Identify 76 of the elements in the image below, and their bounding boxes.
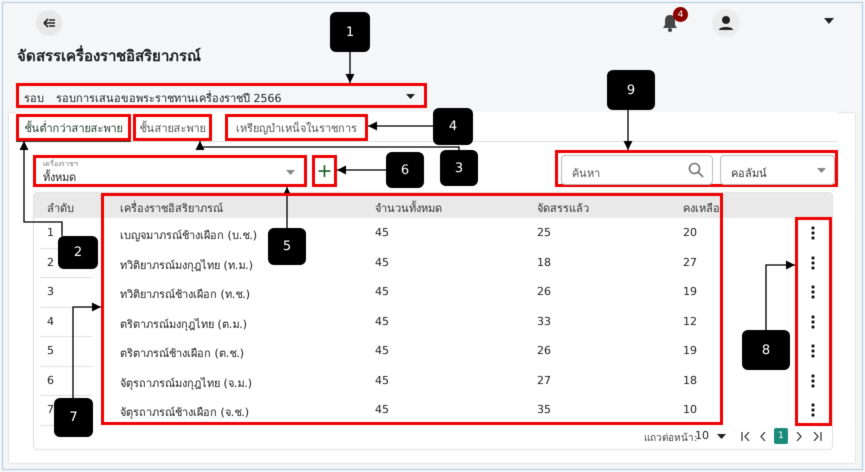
- arrow: [623, 110, 633, 150]
- table-cell: 19: [683, 344, 697, 357]
- tab: ชั้นต่ำกว่าสายสะพาย: [16, 114, 131, 141]
- table-cell: 18: [537, 256, 551, 268]
- table-cell: 26: [537, 344, 551, 357]
- table-cell: 45: [375, 285, 389, 298]
- column-header: คงเหลือ: [683, 201, 720, 217]
- table-cell: 12: [683, 314, 697, 328]
- table-cell: 27: [683, 256, 697, 268]
- callout-number: 7: [54, 398, 93, 437]
- page-title: จัดสรรเครื่องราชอิสริยาภรณ์: [17, 44, 201, 67]
- table-cell: 26: [537, 285, 551, 298]
- tab: ชั้นสายสะพาย: [133, 114, 212, 141]
- rows-per-page-value: 10: [695, 429, 709, 442]
- table-cell: 45: [375, 256, 389, 268]
- field-value: ทั้งหมด: [43, 168, 76, 186]
- table-cell: 3: [47, 285, 54, 298]
- table-cell: 20: [683, 226, 697, 239]
- table-cell: 1: [47, 226, 54, 239]
- table-cell: 7: [47, 403, 54, 416]
- arrow: [195, 141, 460, 150]
- table-cell: 2: [47, 256, 54, 268]
- table-cell-text: จัตุรถาภรณ์ช้างเผือก (จ.ช.): [120, 405, 250, 421]
- column-select: คอลัมน์: [720, 155, 835, 185]
- column-header: ลำดับ: [47, 201, 74, 217]
- tab: เหรียญบำเหน็จในราชการ: [225, 114, 368, 141]
- table-cell-text: ทวิติยาภรณ์มงกุฎไทย (ท.ม.): [120, 258, 254, 274]
- arrow: [19, 141, 63, 236]
- table-cell-text: จัตุรถาภรณ์มงกุฎไทย (จ.ม.): [120, 376, 252, 392]
- callout-number: 3: [440, 150, 478, 186]
- pagination-label: แถวต่อหน้า:: [644, 432, 698, 445]
- callout-number: 2: [58, 236, 98, 269]
- highlight-box: [33, 155, 307, 187]
- table-cell: 35: [537, 403, 551, 416]
- table-cell-text: ตริตาภรณ์ช้างเผือก (ต.ช.): [120, 346, 244, 362]
- arrow: [72, 302, 101, 398]
- table-cell-text: ทวิติยาภรณ์ช้างเผือก (ท.ช.): [120, 287, 250, 303]
- arrow: [345, 52, 355, 83]
- table-cell-text: เบญจมาภรณ์ช้างเผือก (บ.ช.): [120, 228, 258, 244]
- column-header: เครื่องราชอิสริยาภรณ์: [120, 200, 223, 217]
- table-cell: 45: [375, 344, 389, 357]
- table-cell: 6: [47, 374, 54, 386]
- callout-number: 9: [607, 70, 655, 110]
- column-header: จัดสรรแล้ว: [537, 201, 589, 217]
- field-value: รอบการเสนอขอพระราชทานเครื่องราชปี 2566: [56, 90, 282, 107]
- callout-number: 1: [330, 12, 370, 52]
- table-cell: 27: [537, 374, 551, 386]
- callout-number: 4: [433, 108, 473, 145]
- field-label: รอบ: [24, 91, 44, 107]
- table-cell: 45: [375, 314, 389, 328]
- add-button: +: [312, 155, 337, 187]
- highlight-box: [795, 217, 832, 426]
- highlight-box: [101, 193, 723, 425]
- callout-number: 5: [268, 228, 306, 265]
- table-cell: 33: [537, 314, 551, 328]
- table-cell: 4: [47, 314, 54, 328]
- table-cell: 19: [683, 285, 697, 298]
- table-cell: 45: [375, 403, 389, 416]
- highlight-box: [16, 83, 427, 108]
- arrow: [368, 121, 433, 131]
- arrow: [765, 260, 795, 330]
- search-field: ค้นหา: [561, 155, 713, 185]
- table-cell: 45: [375, 374, 389, 386]
- arrow: [337, 165, 386, 175]
- table-cell: 10: [683, 403, 697, 416]
- column-header: จำนวนทั้งหมด: [375, 200, 442, 217]
- highlight-box: [555, 150, 838, 187]
- table-cell: 45: [375, 226, 389, 239]
- page-button: 1: [774, 428, 788, 444]
- table-cell: 25: [537, 226, 551, 239]
- callout-number: 8: [742, 330, 790, 370]
- arrow: [282, 187, 292, 228]
- table-cell: 18: [683, 374, 697, 386]
- table-cell: 5: [47, 344, 54, 357]
- callout-number: 6: [386, 152, 424, 188]
- table-cell-text: ตริตาภรณ์มงกุฎไทย (ต.ม.): [120, 316, 248, 332]
